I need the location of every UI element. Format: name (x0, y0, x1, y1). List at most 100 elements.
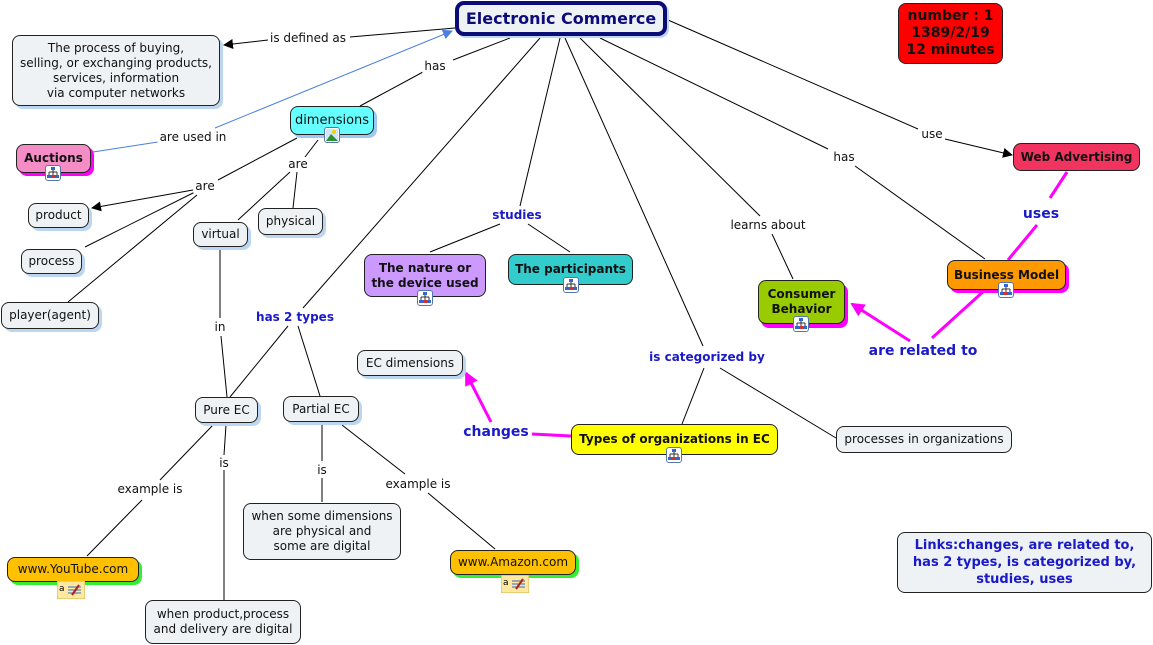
physical-label: physical (265, 214, 316, 228)
processes-org-label: processes in organizations (844, 432, 1004, 446)
pure-ec-label: Pure EC (203, 402, 250, 417)
business-model-label: Business Model (953, 267, 1060, 282)
concept-participants[interactable]: The participants (508, 254, 633, 285)
concept-map-icon[interactable] (45, 165, 61, 181)
link-line (237, 171, 291, 221)
link-label-are-right[interactable]: are (286, 157, 310, 171)
amazon-label: www.Amazon.com (457, 555, 569, 569)
concept-map-icon[interactable] (417, 290, 433, 306)
auctions-label: Auctions (24, 151, 83, 165)
link-line (91, 189, 194, 212)
link-line-changes (464, 371, 493, 423)
player-label: player(agent) (9, 308, 91, 322)
concept-product[interactable]: product (28, 203, 89, 228)
link-line (564, 37, 704, 347)
concept-pure-ec[interactable]: Pure EC (195, 397, 258, 423)
link-label-is-categorized-by[interactable]: is categorized by (647, 350, 767, 364)
concept-partial-desc[interactable]: when some dimensions are physical and so… (243, 503, 401, 560)
annotation-note-icon[interactable]: a (57, 581, 85, 599)
image-icon[interactable] (324, 127, 340, 143)
links-legend-box[interactable]: Links:changes, are related to, has 2 typ… (897, 532, 1152, 593)
concept-nature-device[interactable]: The nature or the device used (364, 254, 486, 297)
link-line-uses (1006, 224, 1039, 261)
link-label-uses[interactable]: uses (1020, 206, 1062, 222)
info-date: 1389/2/19 (911, 25, 990, 41)
concept-web-advertising[interactable]: Web Advertising (1013, 143, 1140, 171)
link-line (86, 499, 143, 557)
link-label-has-business-model[interactable]: has (831, 150, 857, 164)
info-number: number : 1 (907, 8, 994, 24)
process-label: process (28, 254, 75, 268)
link-label-is-defined-as[interactable]: is defined as (268, 31, 348, 45)
svg-text:a: a (59, 584, 65, 594)
link-label-learns-about[interactable]: learns about (728, 218, 808, 232)
link-label-is-pure[interactable]: is (217, 456, 231, 470)
pure-desc-line: and delivery are digital (153, 622, 293, 636)
link-line (84, 191, 196, 248)
link-label-are-related-to[interactable]: are related to (866, 343, 980, 359)
concept-amazon[interactable]: www.Amazon.com (450, 550, 576, 575)
link-line-changes (531, 432, 572, 438)
link-line (599, 37, 829, 150)
nature-line: The nature or (378, 260, 472, 275)
consumer-line: Behavior (771, 302, 832, 316)
link-line (452, 37, 511, 61)
link-line (302, 37, 541, 309)
link-label-are-left[interactable]: are (193, 179, 217, 193)
concept-youtube[interactable]: www.YouTube.com (7, 557, 139, 582)
link-label-has-2-types[interactable]: has 2 types (254, 310, 336, 324)
link-line (229, 325, 289, 398)
link-label-are-used-in[interactable]: are used in (157, 130, 229, 144)
svg-text:a: a (503, 578, 509, 588)
virtual-label: virtual (201, 227, 240, 241)
links-note-line: has 2 types, is categorized by, (912, 555, 1137, 570)
annotation-note-icon[interactable]: a (501, 575, 529, 593)
link-line-uses (1048, 171, 1069, 199)
link-label-in[interactable]: in (212, 320, 228, 334)
link-line (67, 194, 198, 303)
link-label-example-is-partial[interactable]: example is (383, 477, 453, 491)
link-label-changes[interactable]: changes (461, 424, 531, 440)
concept-processes-in-organizations[interactable]: processes in organizations (836, 426, 1012, 453)
concept-electronic-commerce[interactable]: Electronic Commerce (455, 1, 667, 36)
link-label-use[interactable]: use (919, 127, 945, 141)
link-line (719, 367, 837, 439)
concept-physical[interactable]: physical (258, 208, 323, 235)
participants-label: The participants (515, 262, 626, 276)
product-label: product (35, 208, 82, 222)
link-line (223, 424, 227, 456)
root-label: Electronic Commerce (465, 9, 657, 28)
concept-pure-desc[interactable]: when product,process and delivery are di… (145, 600, 301, 644)
link-line-related (850, 302, 911, 343)
types-org-label: Types of organizations in EC (579, 432, 770, 446)
concept-map-icon[interactable] (666, 447, 682, 463)
link-line (944, 138, 1013, 158)
link-label-has-dimensions[interactable]: has (422, 59, 448, 73)
link-line-related (930, 288, 987, 340)
link-line (341, 424, 406, 475)
link-label-is-partial[interactable]: is (315, 463, 329, 477)
link-line (297, 325, 321, 397)
link-line (217, 137, 298, 181)
link-line (527, 223, 571, 253)
concept-map-icon[interactable] (793, 316, 809, 332)
link-line (359, 71, 424, 107)
concept-virtual[interactable]: virtual (193, 222, 248, 247)
concept-map-icon[interactable] (998, 282, 1014, 298)
concept-definition[interactable]: The process of buying, selling, or excha… (12, 35, 220, 106)
link-line-used-in (92, 141, 159, 153)
link-line (519, 37, 561, 207)
concept-partial-ec[interactable]: Partial EC (283, 396, 359, 422)
concept-process[interactable]: process (21, 249, 82, 274)
link-label-example-is-pure[interactable]: example is (115, 482, 185, 496)
concept-player-agent[interactable]: player(agent) (1, 302, 99, 329)
link-line (304, 139, 319, 158)
link-label-studies[interactable]: studies (490, 208, 544, 222)
concept-map-icon[interactable] (563, 277, 579, 293)
link-line (427, 492, 496, 550)
concept-ec-dimensions[interactable]: EC dimensions (357, 350, 463, 376)
link-line (349, 27, 456, 38)
web-advertising-label: Web Advertising (1020, 149, 1133, 164)
info-box[interactable]: number : 1 1389/2/19 12 minutes (898, 3, 1003, 64)
